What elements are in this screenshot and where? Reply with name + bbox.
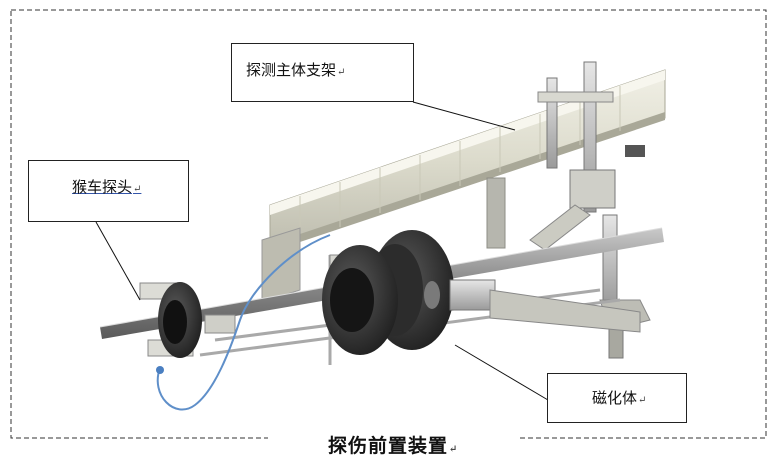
label-box-probe: 猴车探头↵ xyxy=(28,160,189,222)
figure-caption: 探伤前置装置 xyxy=(328,435,449,457)
label-magnet: 磁化体 xyxy=(592,389,638,407)
label-box-bracket: 探测主体支架↵ xyxy=(231,43,414,102)
paragraph-mark: ↵ xyxy=(133,184,142,195)
main-bracket-beam xyxy=(261,69,666,303)
label-probe: 猴车探头 xyxy=(72,178,133,196)
paragraph-mark: ↵ xyxy=(449,444,459,455)
label-bracket: 探测主体支架 xyxy=(246,61,337,79)
label-box-magnet: 磁化体↵ xyxy=(547,373,687,423)
leader-lines xyxy=(95,101,549,401)
signal-cable xyxy=(156,234,331,411)
figure-caption-box: 探伤前置装置↵ xyxy=(268,429,518,465)
magnetizer xyxy=(322,230,641,355)
hoist-probe xyxy=(139,282,236,358)
paragraph-mark: ↵ xyxy=(337,67,346,78)
paragraph-mark: ↵ xyxy=(638,395,647,406)
